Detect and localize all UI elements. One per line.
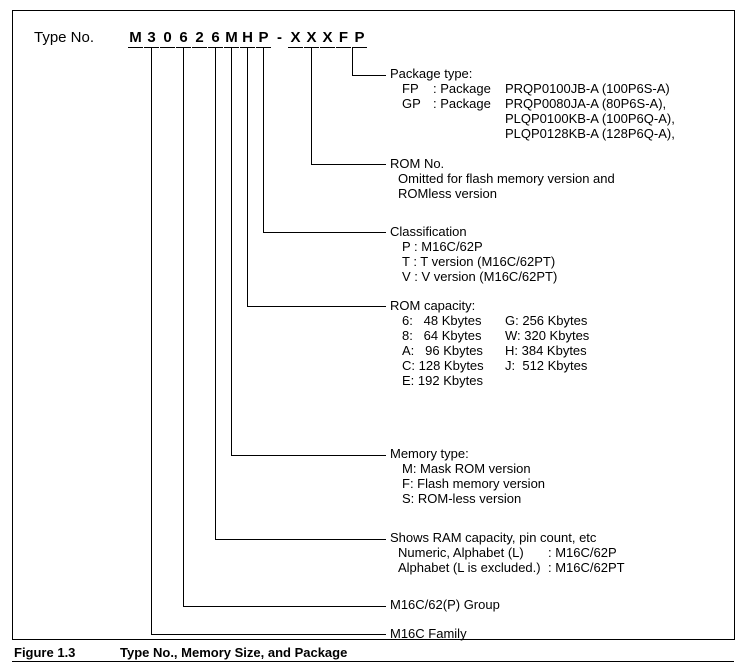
figure-caption-title: Type No., Memory Size, and Package — [120, 645, 348, 660]
connector-line-rom-capacity — [247, 47, 248, 306]
memory-type-line: S: ROM-less version — [402, 491, 522, 506]
rom-capacity-left: E: 192 Kbytes — [402, 373, 483, 388]
package-code: FP — [402, 81, 419, 96]
ram-value: : M16C/62P — [548, 545, 617, 560]
type-char: M — [224, 29, 239, 48]
rom-capacity-right: G: 256 Kbytes — [505, 313, 588, 328]
package-value: PRQP0100JB-A (100P6S-A) — [505, 81, 670, 96]
type-char: 0 — [160, 28, 175, 48]
package-mid: : Package — [433, 81, 491, 96]
memory-type-line: F: Flash memory version — [402, 476, 546, 491]
type-char: P — [352, 28, 367, 48]
ram-value: : M16C/62PT — [548, 560, 625, 575]
ram-title: Shows RAM capacity, pin count, etc — [390, 530, 597, 545]
rom-capacity-right: J: 512 Kbytes — [505, 358, 588, 373]
type-char: X — [320, 28, 335, 48]
rom-capacity-left: 8: 64 Kbytes — [402, 328, 482, 343]
package-value: PRQP0080JA-A (80P6S-A), — [505, 96, 667, 111]
rom-no-line: ROMless version — [398, 186, 497, 201]
type-no-label: Type No. — [34, 29, 95, 46]
type-char: P — [256, 28, 271, 48]
connector-line-package — [352, 47, 353, 75]
type-char: M — [128, 29, 143, 48]
rom-no-line: Omitted for flash memory version and — [398, 171, 615, 186]
rom-capacity-left: 6: 48 Kbytes — [402, 313, 482, 328]
connector-line-classification — [263, 232, 386, 233]
rom-capacity-right: H: 384 Kbytes — [505, 343, 587, 358]
connector-line-classification — [263, 47, 264, 232]
connector-line-ram — [215, 539, 386, 540]
connector-line-family — [151, 47, 152, 634]
package-value: PLQP0100KB-A (100P6Q-A), — [505, 111, 675, 126]
connector-line-group — [183, 606, 386, 607]
memory-type-title: Memory type: — [390, 446, 469, 461]
type-char-dash: - — [277, 29, 282, 46]
rom-capacity-left: C: 128 Kbytes — [402, 358, 484, 373]
type-char: F — [336, 28, 351, 48]
figure-border — [12, 10, 735, 640]
connector-line-ram — [215, 47, 216, 539]
classification-line: T : T version (M16C/62PT) — [402, 254, 556, 269]
package-mid: : Package — [433, 96, 491, 111]
rom-capacity-title: ROM capacity: — [390, 298, 476, 313]
type-char: X — [304, 28, 319, 48]
rom-capacity-left: A: 96 Kbytes — [402, 343, 483, 358]
family-label: M16C Family — [390, 626, 467, 641]
type-char: 3 — [144, 28, 159, 48]
package-code: GP — [402, 96, 421, 111]
ram-desc: Numeric, Alphabet (L) — [398, 545, 524, 560]
connector-line-group — [183, 47, 184, 606]
type-char: 6 — [208, 28, 223, 48]
rom-capacity-right: W: 320 Kbytes — [505, 328, 590, 343]
connector-line-rom-capacity — [247, 306, 386, 307]
classification-title: Classification — [390, 224, 467, 239]
memory-type-line: M: Mask ROM version — [402, 461, 531, 476]
type-char: 2 — [192, 28, 207, 48]
package-value: PLQP0128KB-A (128P6Q-A), — [505, 126, 675, 141]
connector-line-rom-no — [311, 164, 386, 165]
connector-line-family — [151, 634, 386, 635]
classification-line: P : M16C/62P — [402, 239, 483, 254]
group-label: M16C/62(P) Group — [390, 597, 500, 612]
classification-line: V : V version (M16C/62PT) — [402, 269, 558, 284]
connector-line-memory-type — [231, 47, 232, 455]
connector-line-memory-type — [231, 455, 386, 456]
connector-line-rom-no — [311, 47, 312, 164]
type-char: 6 — [176, 28, 191, 48]
ram-desc: Alphabet (L is excluded.) — [398, 560, 541, 575]
bottom-rule — [12, 661, 734, 662]
type-char: H — [240, 28, 255, 48]
package-type-title: Package type: — [390, 66, 473, 81]
figure-caption-number: Figure 1.3 — [14, 645, 76, 660]
connector-line-package — [352, 75, 386, 76]
rom-no-title: ROM No. — [390, 156, 445, 171]
type-char: X — [288, 28, 303, 48]
